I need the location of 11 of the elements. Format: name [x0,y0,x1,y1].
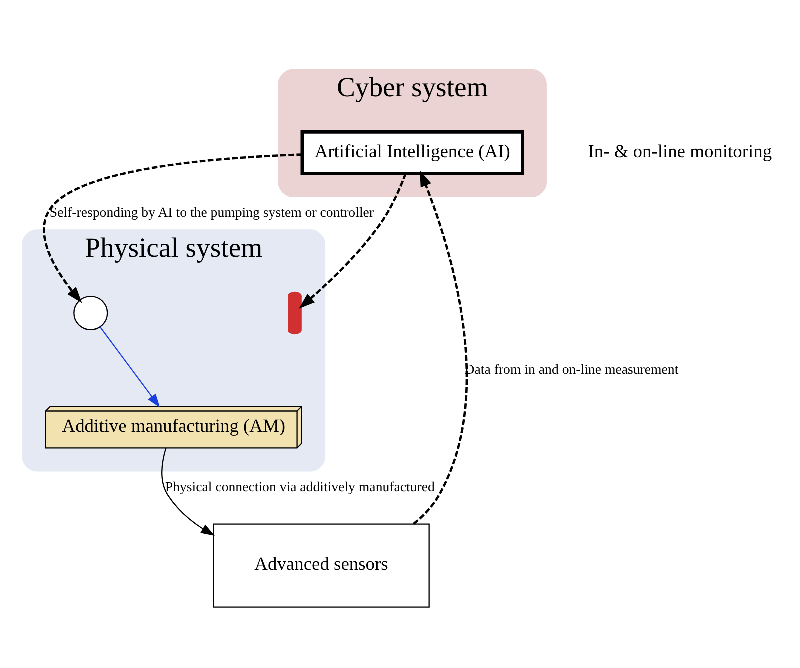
arrow [99,326,160,408]
arrow [298,173,406,309]
node-box: Artificial Intelligence (AI) [300,130,524,176]
arrow [161,448,214,536]
label: In- & on-line monitoring [588,141,772,162]
node-circle [73,296,108,331]
node-box: Advanced sensors [212,524,430,608]
edge-label: Physical connection via additively manufactured [164,480,434,495]
arrow [412,170,468,526]
arrow [42,154,302,304]
edge-label: Self-responding by AI to the pumping system or controller [49,205,374,220]
